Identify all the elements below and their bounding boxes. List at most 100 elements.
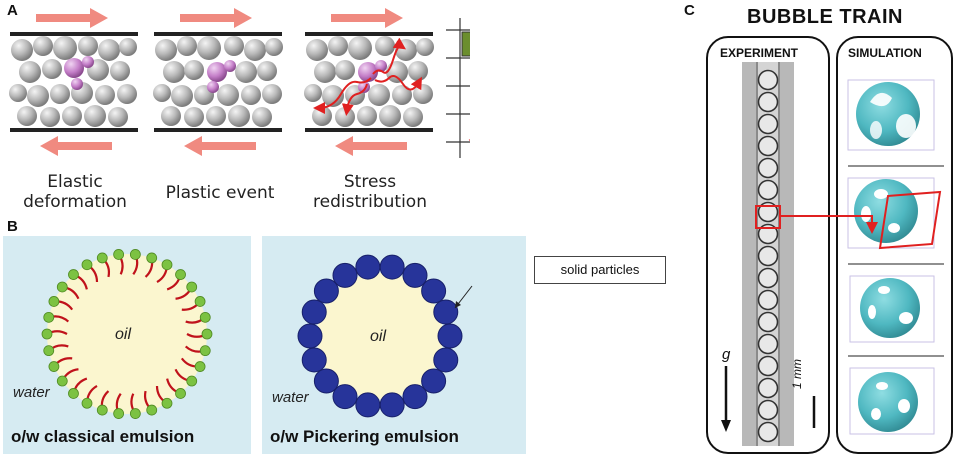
surfactant-head xyxy=(186,281,198,293)
bottom-plate xyxy=(305,128,433,132)
surfactant-head xyxy=(96,252,108,264)
i-label: i xyxy=(533,91,538,108)
bubble xyxy=(757,179,779,201)
pickering-emulsion-panel: solid particles oil water o/w Pickering … xyxy=(262,236,666,454)
highlighted-face xyxy=(878,190,942,250)
elastic-caption-line2: deformation xyxy=(23,192,127,212)
solid-particle xyxy=(297,323,323,349)
plastic-box xyxy=(153,8,283,156)
pickering-oil-label: oil xyxy=(370,328,387,345)
connector-arrow xyxy=(780,215,878,234)
solid-particle xyxy=(379,392,405,418)
surfactant-head xyxy=(56,375,68,387)
solid-particle xyxy=(433,347,459,373)
pickering-emulsion-title: o/w Pickering emulsion xyxy=(270,427,459,446)
surfactant-head xyxy=(194,296,206,307)
stress-box xyxy=(304,8,434,156)
panel-c-letter: C xyxy=(684,2,695,19)
sim-cell-1 xyxy=(847,79,935,151)
surfactant-head xyxy=(68,269,79,280)
bubble xyxy=(757,267,779,289)
bubble xyxy=(757,157,779,179)
sim-cell-4 xyxy=(849,367,935,435)
bubble xyxy=(757,113,779,135)
panel-b-letter: B xyxy=(7,218,18,235)
pickering-water-label: water xyxy=(272,389,309,406)
surfactant-head xyxy=(48,296,60,307)
bubble xyxy=(757,289,779,311)
elastic-caption-line1: Elastic xyxy=(47,172,103,192)
solid-particle xyxy=(421,368,447,394)
top-plate xyxy=(305,32,433,36)
solid-particle xyxy=(402,384,428,410)
experiment-panel: EXPERIMENT xyxy=(706,36,830,454)
top-shear-arrow xyxy=(36,8,108,28)
solid-particles-callout: solid particles xyxy=(534,256,666,284)
lattice-grid xyxy=(446,18,470,158)
surfactant-head xyxy=(56,281,68,293)
surfactant-head xyxy=(96,404,108,416)
solid-particle xyxy=(437,323,463,349)
experiment-label: EXPERIMENT xyxy=(720,46,799,60)
surfactant-head xyxy=(43,311,55,323)
bubble xyxy=(757,399,779,421)
classical-emulsion-panel: oil water o/w classical emulsion xyxy=(3,236,251,454)
classical-droplet xyxy=(41,249,213,419)
particle-cluster xyxy=(153,36,283,127)
elastic-box xyxy=(9,8,138,156)
bubble-train-title: BUBBLE TRAIN xyxy=(747,6,903,28)
surfactant-head xyxy=(81,259,93,271)
solid-particle xyxy=(301,299,327,325)
solid-particle xyxy=(332,262,358,288)
surfactant-heads xyxy=(41,249,213,419)
top-shear-arrow xyxy=(180,8,252,28)
surfactant-head xyxy=(199,311,211,323)
solid-particle xyxy=(301,347,327,373)
surfactant-head xyxy=(113,249,125,260)
bottom-plate xyxy=(154,128,282,132)
simulation-label: SIMULATION xyxy=(848,46,922,60)
plastic-caption: Plastic event xyxy=(165,183,275,203)
simulation-graphic xyxy=(847,79,944,435)
surfactant-head xyxy=(161,397,173,409)
surfactant-head xyxy=(68,388,79,399)
top-plate xyxy=(154,32,282,36)
bubble-column xyxy=(757,69,779,443)
bubble xyxy=(757,91,779,113)
surfactant-head xyxy=(194,361,206,372)
particle-cluster xyxy=(304,36,434,127)
surfactant-head xyxy=(43,345,55,357)
solid-particle xyxy=(421,278,447,304)
solid-particle xyxy=(402,262,428,288)
bottom-shear-arrow xyxy=(184,136,256,156)
surfactant-head xyxy=(199,345,211,357)
surfactant-head xyxy=(129,249,141,260)
classical-emulsion-title: o/w classical emulsion xyxy=(11,427,195,446)
top-plate xyxy=(10,32,138,36)
particle-cluster xyxy=(9,36,137,127)
stress-waves xyxy=(313,37,422,116)
solid-particle xyxy=(379,254,405,280)
bubble xyxy=(757,69,779,91)
sim-cell-3 xyxy=(849,275,935,343)
bubble xyxy=(757,223,779,245)
solid-particle xyxy=(332,384,358,410)
surfactant-head xyxy=(146,252,158,264)
bubble xyxy=(757,333,779,355)
panel-a-graphic xyxy=(9,8,470,158)
bubble xyxy=(757,135,779,157)
surfactant-head xyxy=(48,361,60,372)
bubble xyxy=(757,201,779,223)
bottom-shear-arrow xyxy=(40,136,112,156)
surfactant-head xyxy=(129,408,141,419)
surfactant-head xyxy=(175,269,186,280)
stress-caption-line1: Stress xyxy=(343,172,397,192)
bottom-shear-arrow xyxy=(335,136,407,156)
surfactant-head xyxy=(201,328,213,340)
surfactant-tails xyxy=(46,253,208,415)
solid-particle xyxy=(433,299,459,325)
surfactant-head xyxy=(113,408,125,419)
solid-particle xyxy=(355,254,381,280)
j-cell xyxy=(461,31,470,57)
stress-caption-line2: redistribution xyxy=(313,192,427,212)
